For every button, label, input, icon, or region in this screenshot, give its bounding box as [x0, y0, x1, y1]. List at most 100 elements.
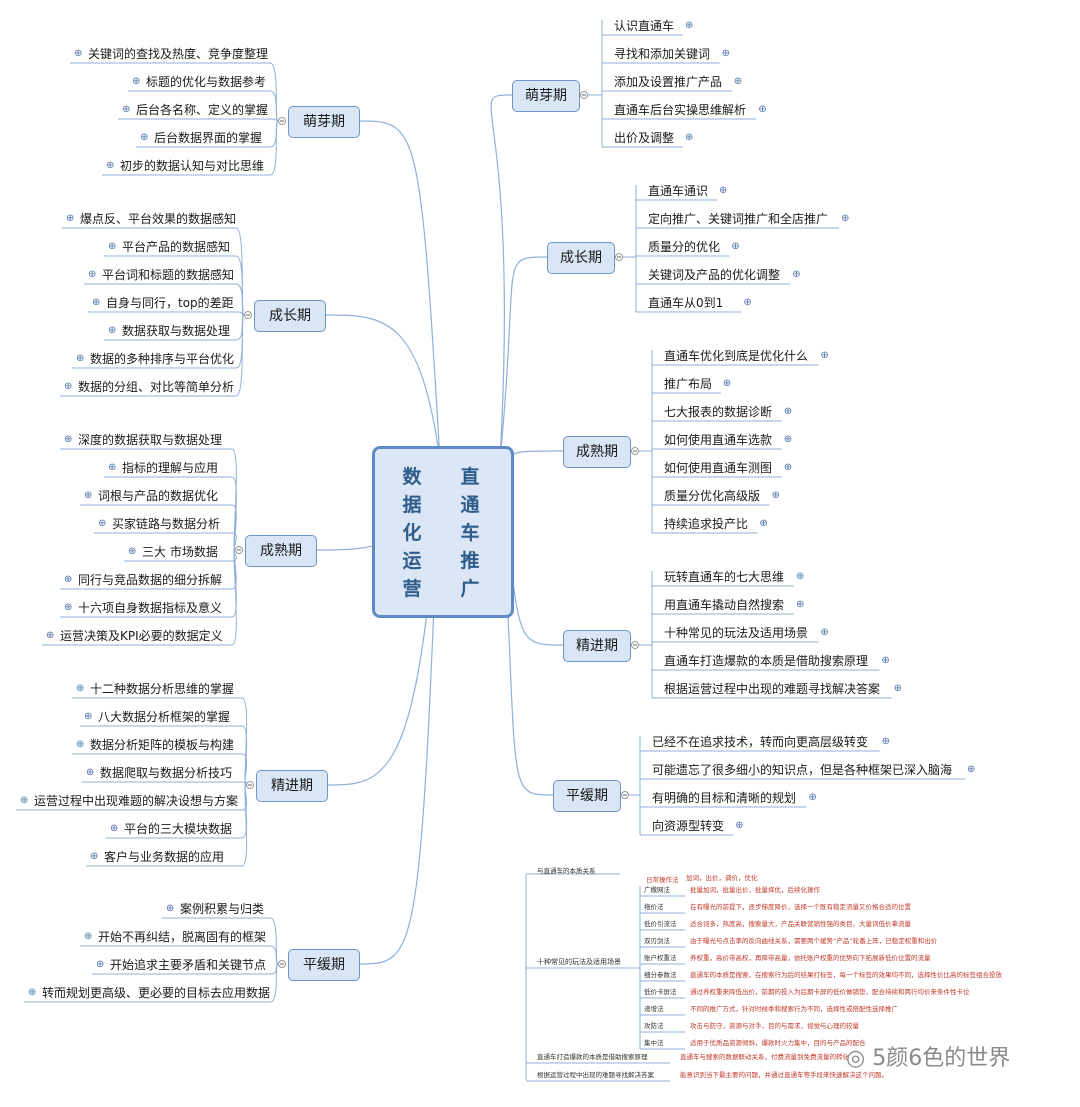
inset-bottom-name: 直通车打造爆款的本质是借助搜索原理 — [537, 1053, 648, 1061]
expand-plus-icon[interactable]: ⊕ — [743, 297, 752, 308]
expand-plus-icon[interactable]: ⊕ — [820, 627, 829, 638]
left-branch-5[interactable]: 平缓期 — [288, 949, 360, 981]
right-leaf-item: 定向推广、关键词推广和全店推广 — [648, 212, 829, 226]
connector-line — [269, 945, 279, 965]
center-title-right: 直通车推广 — [460, 466, 480, 600]
left-leaf-item: 买家链路与数据分析 — [112, 517, 221, 531]
expand-plus-icon[interactable]: ⊕ — [84, 490, 93, 501]
expand-plus-icon[interactable]: ⊕ — [128, 546, 137, 557]
expand-plus-icon[interactable]: ⊕ — [64, 381, 73, 392]
expand-plus-icon[interactable]: ⊕ — [108, 325, 117, 336]
expand-plus-icon[interactable]: ⊕ — [719, 185, 728, 196]
right-leaf-item: 直通车后台实操思维解析 — [614, 103, 747, 117]
expand-plus-icon[interactable]: ⊕ — [783, 462, 793, 473]
connector-line — [269, 90, 279, 122]
left-leaf-item: 运营决策及KPI必要的数据定义 — [60, 629, 223, 643]
expand-plus-icon[interactable]: ⊕ — [783, 434, 793, 445]
right-leaf-item: 十种常见的玩法及适用场景 — [664, 626, 809, 640]
expand-plus-icon[interactable]: ⊕ — [46, 630, 55, 641]
expand-plus-icon[interactable]: ⊕ — [759, 518, 768, 529]
expand-plus-icon[interactable]: ⊕ — [808, 792, 817, 803]
expand-plus-icon[interactable]: ⊕ — [74, 48, 83, 59]
connector-line — [231, 549, 237, 646]
expand-plus-icon[interactable]: ⊕ — [110, 823, 119, 834]
expand-plus-icon[interactable]: ⊕ — [140, 132, 149, 143]
expand-plus-icon[interactable]: ⊕ — [731, 241, 740, 252]
expand-plus-icon[interactable]: ⊕ — [84, 711, 93, 722]
expand-plus-icon[interactable]: ⊕ — [792, 269, 801, 280]
expand-plus-icon[interactable]: ⊕ — [64, 602, 73, 613]
expand-plus-icon[interactable]: ⊕ — [122, 104, 131, 115]
expand-plus-icon[interactable]: ⊕ — [108, 462, 117, 473]
inset-row-name: 广撒网法 — [644, 886, 670, 894]
left-branch-4[interactable]: 精进期 — [256, 770, 328, 802]
right-leaf-item: 质量分的优化 — [648, 240, 721, 254]
connector-line — [323, 314, 441, 461]
left-leaf-item: 数据爬取与数据分析技巧 — [100, 766, 233, 780]
expand-plus-icon[interactable]: ⊕ — [722, 378, 732, 389]
expand-plus-icon[interactable]: ⊕ — [735, 820, 744, 831]
left-branch-3[interactable]: 成熟期 — [245, 535, 317, 567]
expand-plus-icon[interactable]: ⊕ — [64, 434, 73, 445]
right-leaf-item: 直通车优化到底是优化什么 — [664, 349, 809, 363]
expand-plus-icon[interactable]: ⊕ — [967, 764, 976, 775]
left-leaf-item: 深度的数据获取与数据处理 — [78, 433, 223, 447]
right-branch-4[interactable]: 精进期 — [563, 630, 631, 662]
right-branch-5[interactable]: 平缓期 — [553, 780, 621, 812]
expand-plus-icon[interactable]: ⊕ — [771, 490, 780, 501]
left-branch-2[interactable]: 成长期 — [254, 300, 326, 332]
expand-plus-icon[interactable]: ⊕ — [881, 736, 890, 747]
left-leaf-item: 数据的多种排序与平台优化 — [90, 352, 235, 366]
expand-plus-icon[interactable]: ⊕ — [841, 213, 850, 224]
left-branch-1[interactable]: 萌芽期 — [288, 106, 360, 138]
expand-plus-icon[interactable]: ⊕ — [685, 20, 694, 31]
expand-plus-icon[interactable]: ⊕ — [64, 574, 73, 585]
expand-plus-icon[interactable]: ⊕ — [132, 76, 141, 87]
expand-plus-icon[interactable]: ⊕ — [96, 959, 105, 970]
expand-plus-icon[interactable]: ⊕ — [820, 350, 829, 361]
expand-plus-icon[interactable]: ⊕ — [783, 406, 793, 417]
right-leaf-item: 已经不在追求技术，转而向更高层级转变 — [652, 735, 869, 749]
connector-line — [231, 532, 237, 551]
expand-plus-icon[interactable]: ⊕ — [66, 213, 75, 224]
expand-plus-icon[interactable]: ⊕ — [76, 353, 85, 364]
left-leaf-item: 案例积累与归类 — [180, 902, 265, 916]
expand-plus-icon[interactable]: ⊕ — [76, 739, 85, 750]
right-branch-3[interactable]: 成熟期 — [563, 436, 631, 468]
inset-row-name: 账户权重法 — [644, 954, 677, 962]
left-leaf-item: 十六项自身数据指标及意义 — [78, 601, 223, 615]
connector-line — [235, 314, 245, 397]
expand-plus-icon[interactable]: ⊕ — [28, 987, 37, 998]
expand-plus-icon[interactable]: ⊕ — [84, 931, 93, 942]
expand-plus-icon[interactable]: ⊕ — [166, 903, 175, 914]
expand-plus-icon[interactable]: ⊕ — [108, 241, 117, 252]
expand-plus-icon[interactable]: ⊕ — [881, 655, 890, 666]
left-leaf-item: 指标的理解与应用 — [122, 461, 219, 475]
expand-plus-icon[interactable]: ⊕ — [721, 48, 730, 59]
expand-plus-icon[interactable]: ⊕ — [98, 518, 107, 529]
expand-plus-icon[interactable]: ⊕ — [90, 851, 99, 862]
connector-line — [499, 256, 548, 461]
expand-plus-icon[interactable]: ⊕ — [796, 599, 805, 610]
inset-row-desc: 适用于优质品资源倾斜，爆款时火力集中，目的与产品的配合 — [690, 1039, 866, 1047]
expand-plus-icon[interactable]: ⊕ — [733, 76, 743, 87]
inset-top-line: 与直通车的本质关系 — [537, 867, 596, 875]
left-leaf-item: 运营过程中出现难题的解决设想与方案 — [34, 794, 239, 808]
expand-plus-icon[interactable]: ⊕ — [796, 571, 805, 582]
expand-plus-icon[interactable]: ⊕ — [88, 269, 97, 280]
expand-plus-icon[interactable]: ⊕ — [758, 104, 767, 115]
expand-plus-icon[interactable]: ⊕ — [685, 132, 694, 143]
expand-plus-icon[interactable]: ⊕ — [92, 297, 101, 308]
expand-plus-icon[interactable]: ⊕ — [893, 683, 902, 694]
expand-plus-icon[interactable]: ⊕ — [106, 160, 115, 171]
center-node: 数据化运营 直通车推广 — [372, 446, 514, 618]
left-leaf-item: 后台数据界面的掌握 — [154, 131, 263, 145]
right-branch-1[interactable]: 萌芽期 — [512, 80, 580, 112]
inset-row-name: 双刃剑法 — [644, 937, 670, 945]
right-branch-2[interactable]: 成长期 — [547, 242, 615, 274]
expand-plus-icon[interactable]: ⊕ — [86, 767, 95, 778]
expand-plus-icon[interactable]: ⊕ — [20, 795, 29, 806]
center-title-left: 数据化运营 — [402, 466, 422, 600]
expand-plus-icon[interactable]: ⊕ — [76, 683, 85, 694]
right-leaf-item: 直通车通识 — [648, 184, 709, 198]
